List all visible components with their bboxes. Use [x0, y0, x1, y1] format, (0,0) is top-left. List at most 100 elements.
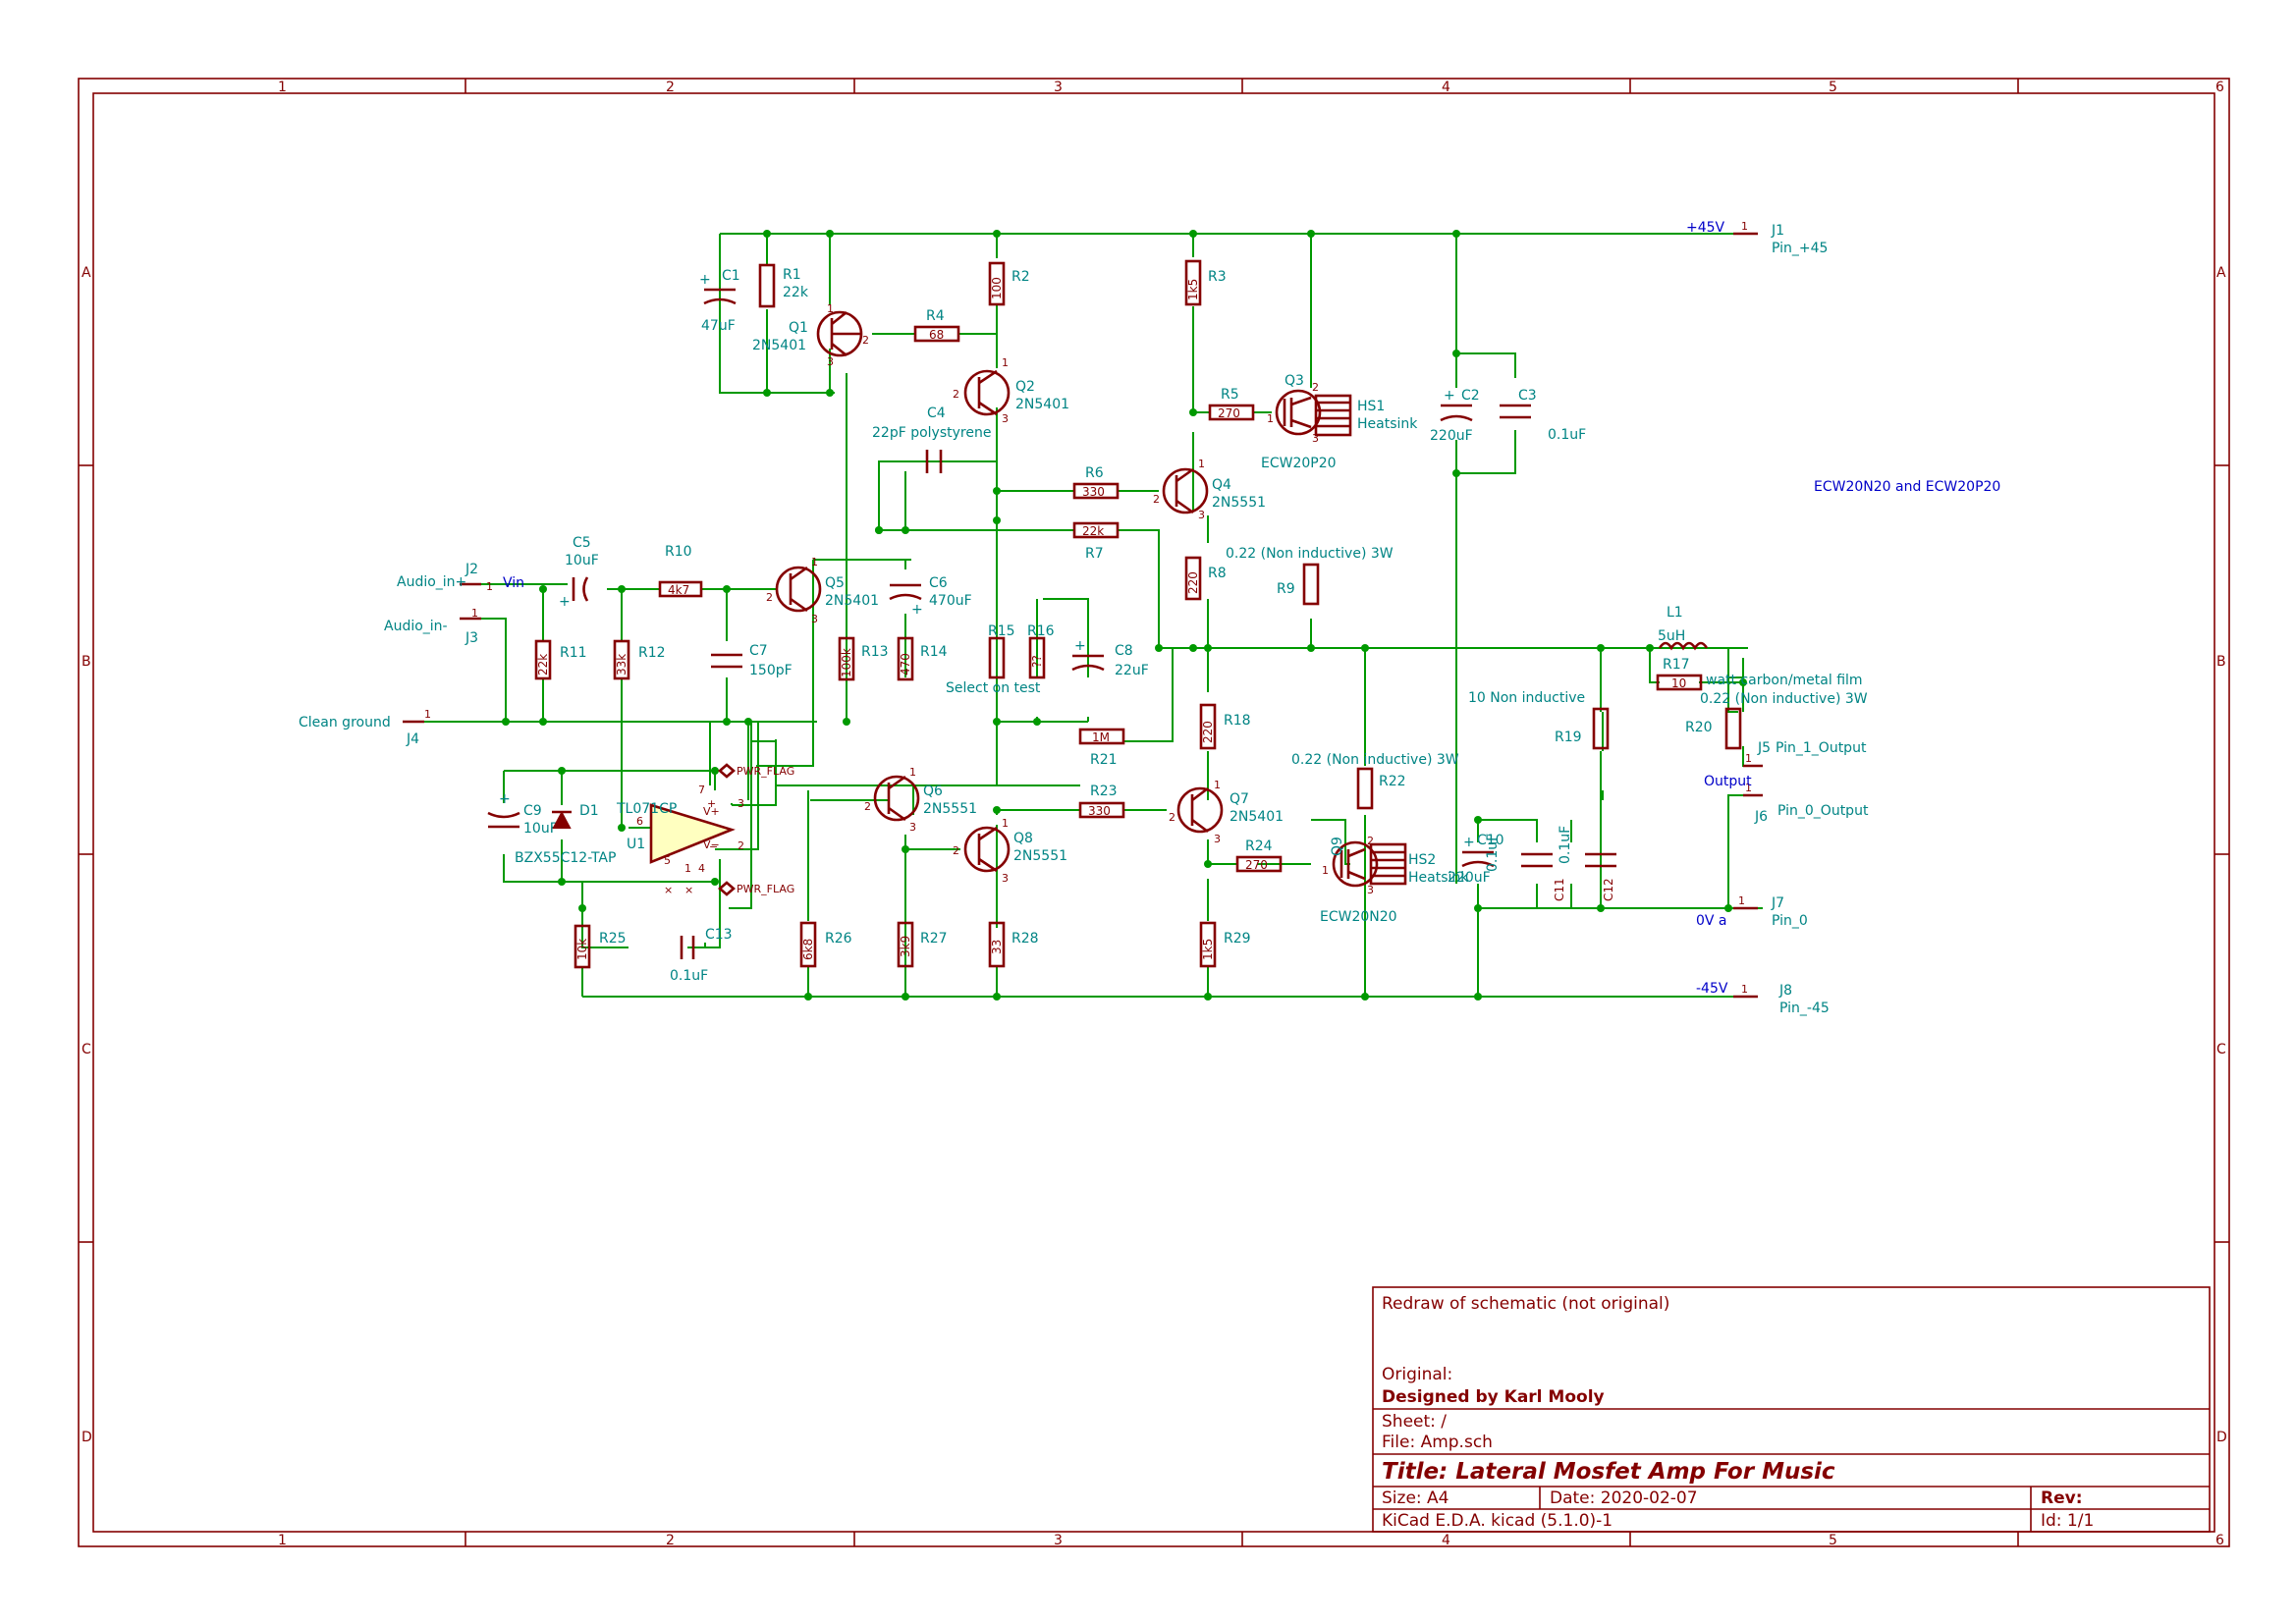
- svg-text:1: 1: [684, 862, 691, 875]
- resistor-r7: 22k R7: [1072, 521, 1120, 562]
- svg-text:R25: R25: [599, 931, 627, 947]
- svg-text:TL071CP: TL071CP: [616, 801, 677, 817]
- svg-text:R29: R29: [1224, 931, 1251, 947]
- svg-text:1: 1: [827, 302, 834, 315]
- svg-text:R15: R15: [988, 623, 1015, 639]
- svg-text:2: 2: [1312, 381, 1319, 394]
- col-label-2: 2: [666, 80, 675, 95]
- svg-text:R13: R13: [861, 644, 889, 660]
- resistor-r12: 33k R12: [613, 639, 666, 680]
- svg-text:22k: 22k: [536, 654, 550, 676]
- svg-text:4: 4: [698, 862, 705, 875]
- resistor-r14: 470 R14: [897, 636, 948, 681]
- resistor-r21: 1M R21: [1078, 728, 1125, 768]
- svg-text:Q5: Q5: [825, 575, 845, 591]
- col-label-2-bottom: 2: [666, 1533, 675, 1548]
- svg-text:0.1uF: 0.1uF: [1485, 834, 1501, 872]
- svg-text:ECW20N20: ECW20N20: [1320, 909, 1397, 925]
- row-label-c: C: [82, 1042, 91, 1057]
- svg-text:C2: C2: [1461, 388, 1480, 404]
- svg-text:J7: J7: [1771, 895, 1784, 911]
- svg-text:220: 220: [1201, 721, 1215, 743]
- svg-text:1: 1: [1745, 782, 1752, 794]
- svg-text:150pF: 150pF: [749, 663, 793, 678]
- col-label-4: 4: [1442, 80, 1450, 95]
- svg-text:D1: D1: [579, 803, 599, 819]
- svg-text:Clean ground: Clean ground: [299, 715, 391, 730]
- svg-text:R18: R18: [1224, 713, 1251, 729]
- svg-text:3: 3: [1198, 509, 1205, 521]
- col-label-1-bottom: 1: [278, 1533, 287, 1548]
- resistor-r29: 1k5 R29: [1199, 921, 1251, 968]
- svg-text:R22: R22: [1379, 774, 1406, 789]
- svg-text:33k: 33k: [615, 654, 629, 676]
- svg-text:PWR_FLAG: PWR_FLAG: [737, 765, 794, 778]
- resistor-r15: R15: [988, 623, 1015, 679]
- svg-text:+: +: [699, 272, 711, 288]
- svg-text:2: 2: [1367, 835, 1374, 847]
- resistor-r2: 100 R2: [988, 261, 1030, 306]
- resistor-r23: 330 R23: [1078, 784, 1125, 819]
- resistor-r6: 330 R6: [1072, 465, 1120, 500]
- svg-text:C10: C10: [1477, 833, 1504, 848]
- svg-text:R7: R7: [1085, 546, 1104, 562]
- svg-text:C3: C3: [1518, 388, 1537, 404]
- svg-text:10uF: 10uF: [565, 553, 599, 568]
- svg-text:−: −: [709, 840, 718, 853]
- svg-text:2: 2: [953, 388, 959, 401]
- resistor-r4: 68 R4: [913, 308, 960, 343]
- net-p45: +45V: [1686, 220, 1725, 236]
- tb-rev: Rev:: [2041, 1488, 2083, 1508]
- svg-text:Pin_-45: Pin_-45: [1779, 1001, 1830, 1016]
- svg-text:100k: 100k: [840, 648, 853, 677]
- resistor-r5: 270 R5: [1208, 387, 1255, 421]
- svg-text:270: 270: [1245, 858, 1268, 872]
- tb-file: File: Amp.sch: [1382, 1433, 1493, 1452]
- svg-text:R12: R12: [638, 645, 666, 661]
- svg-text:+: +: [1463, 835, 1475, 850]
- svg-text:1: 1: [1002, 356, 1009, 369]
- svg-text:C6: C6: [929, 575, 948, 591]
- col-label-5: 5: [1829, 80, 1837, 95]
- svg-text:R8: R8: [1208, 566, 1227, 581]
- net-m45: -45V: [1696, 981, 1728, 997]
- svg-text:3: 3: [1214, 833, 1221, 845]
- svg-text:R16: R16: [1027, 623, 1055, 639]
- svg-text:1: 1: [1322, 864, 1329, 877]
- tb-title: Title: Lateral Mosfet Amp For Music: [1382, 1459, 1835, 1485]
- resistor-r3: 1k5 R3: [1184, 259, 1227, 306]
- col-label-1: 1: [278, 80, 287, 95]
- svg-text:2N5401: 2N5401: [825, 593, 879, 609]
- svg-text:R19: R19: [1555, 730, 1582, 745]
- svg-text:330: 330: [1088, 804, 1111, 818]
- tb-designer: Designed by Karl Mooly: [1382, 1387, 1605, 1407]
- svg-text:+: +: [911, 602, 923, 618]
- col-label-5-bottom: 5: [1829, 1533, 1837, 1548]
- col-label-6-bottom: 6: [2215, 1533, 2224, 1548]
- row-label-a-right: A: [2216, 265, 2226, 281]
- row-label-c-right: C: [2216, 1042, 2226, 1057]
- note-ecw: ECW20N20 and ECW20P20: [1814, 479, 2000, 495]
- svg-text:68: 68: [929, 328, 944, 342]
- svg-text:C13: C13: [705, 927, 733, 943]
- svg-text:Pin_1_Output: Pin_1_Output: [1776, 740, 1867, 756]
- svg-text:C12: C12: [1602, 878, 1615, 901]
- svg-text:R4: R4: [926, 308, 945, 324]
- svg-text:1: 1: [1214, 779, 1221, 791]
- svg-text:R23: R23: [1090, 784, 1118, 799]
